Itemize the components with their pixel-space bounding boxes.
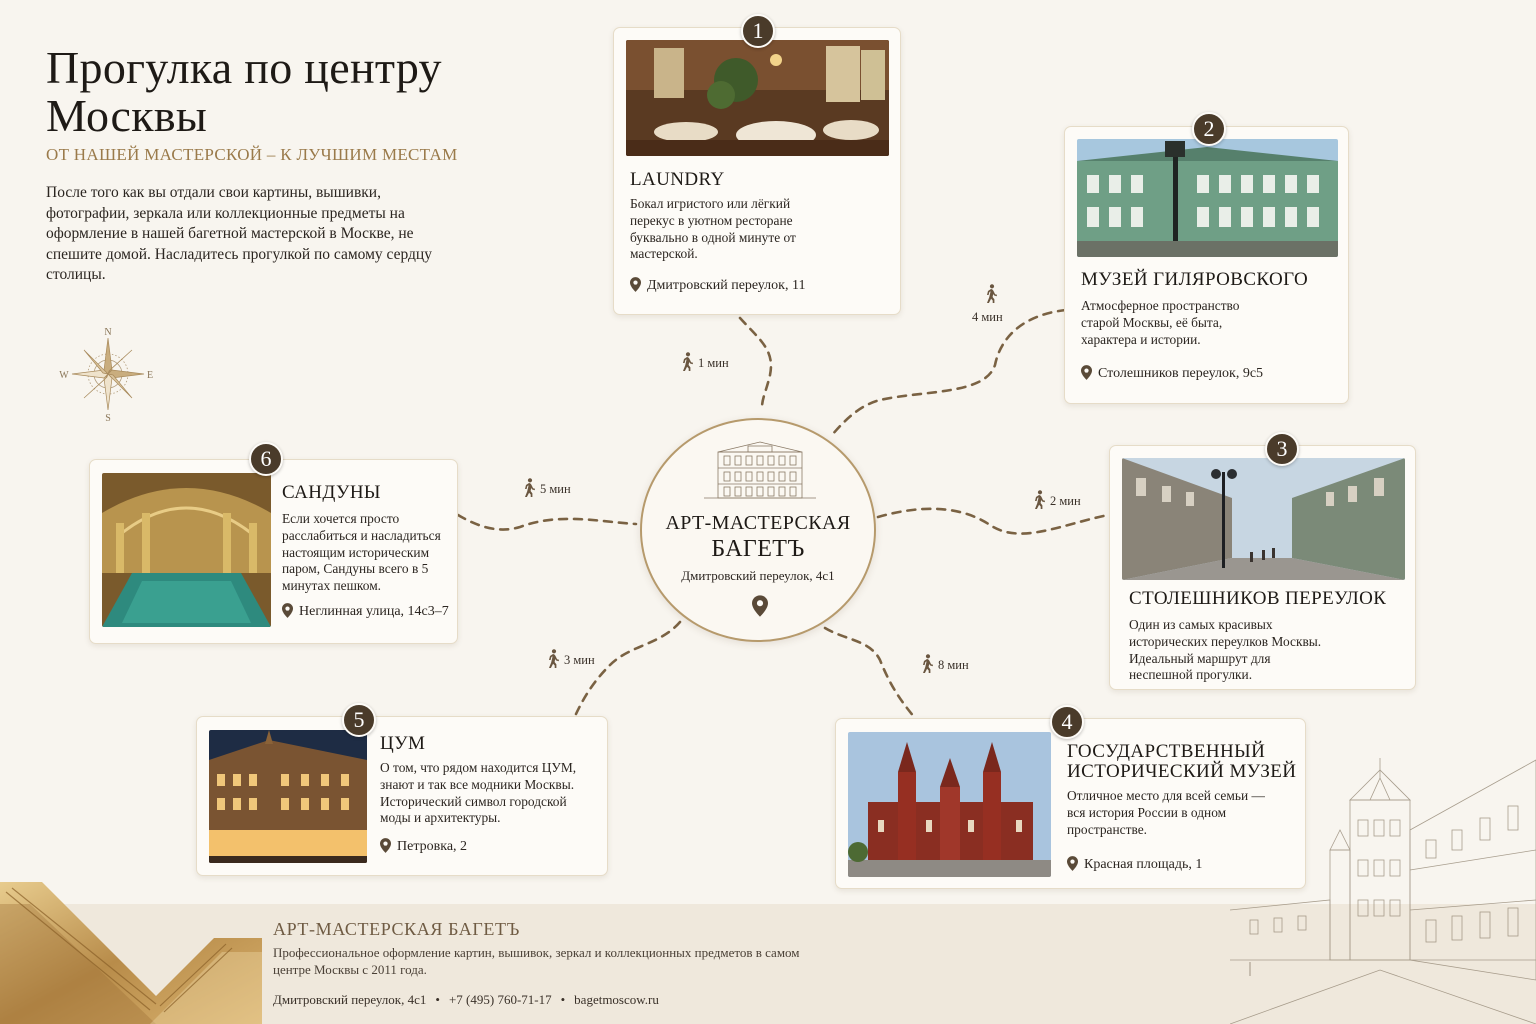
walk-time-4: 8 мин <box>920 654 969 674</box>
location-pin-icon <box>752 595 768 617</box>
place-title: Laundry <box>630 169 725 190</box>
route-3 <box>876 507 1110 535</box>
compass-rose-icon: N S W E <box>59 327 153 422</box>
route-1 <box>738 316 773 410</box>
place-description: Отличное место для всей семьи — вся исто… <box>1067 788 1265 837</box>
location-pin-icon <box>282 603 293 618</box>
place-number-badge: 1 <box>741 14 775 48</box>
intro-text: После того как вы отдали свои картины, в… <box>46 184 432 284</box>
footer-phone[interactable]: +7 (495) 760-71-17 <box>448 992 552 1007</box>
place-number-badge: 6 <box>249 442 283 476</box>
location-pin-icon <box>1067 856 1078 871</box>
footer-address: Дмитровский переулок, 4с1 <box>273 992 427 1007</box>
place-number-badge: 4 <box>1050 705 1084 739</box>
place-description: О том, что рядом находится ЦУМ, знают и … <box>380 760 577 826</box>
footer-separator: • <box>435 992 440 1007</box>
place-number-badge: 2 <box>1192 112 1226 146</box>
compass-w: W <box>59 370 69 381</box>
workshop-building-sketch <box>704 441 816 499</box>
page-title: Прогулка по центру Москвы <box>46 42 442 141</box>
photo-street <box>1122 458 1405 580</box>
place-card-historical-museum[interactable]: 4 Государственный исторический музей Отл… <box>835 705 1306 889</box>
place-title: Столешников переулок <box>1129 588 1387 609</box>
photo-restaurant <box>626 40 889 156</box>
footer-description: Профессиональное оформление картин, выши… <box>273 945 800 977</box>
workshop-address: Дмитровский переулок, 4с1 <box>681 568 835 583</box>
location-pin-icon <box>380 838 391 853</box>
place-description: Бокал игристого или лёгкий перекус в уют… <box>630 196 796 262</box>
walking-person-icon <box>1032 490 1046 510</box>
page-subtitle: От нашей мастерской – к лучшим местам <box>46 145 458 164</box>
route-4 <box>823 626 917 720</box>
moscow-street-sketch <box>1230 758 1536 1024</box>
route-6 <box>456 513 638 531</box>
place-address: Неглинная улица, 14с3–7 <box>282 603 449 621</box>
walking-person-icon <box>920 654 934 674</box>
place-number-badge: 5 <box>342 703 376 737</box>
place-title: Государственный исторический музей <box>1067 741 1297 782</box>
footer-company-name: Арт-мастерская Багетъ <box>273 919 520 939</box>
location-pin-icon <box>630 277 641 292</box>
walk-time-5: 3 мин <box>546 649 595 669</box>
walk-time-6: 5 мин <box>522 478 571 498</box>
compass-e: E <box>147 370 153 381</box>
place-description: Один из самых красивых исторических пере… <box>1129 617 1322 683</box>
place-description: Если хочется просто расслабиться и насла… <box>282 511 441 594</box>
workshop-center[interactable]: Арт-мастерская Багетъ Дмитровский переул… <box>640 418 876 642</box>
place-card-laundry[interactable]: 1 Laundry Бокал игристого или лёгкий пер… <box>613 14 901 315</box>
place-address: Красная площадь, 1 <box>1067 856 1202 874</box>
photo-museum-building <box>1077 139 1338 257</box>
compass-n: N <box>104 327 111 338</box>
place-card-sanduny[interactable]: 6 Сандуны Если хочется просто расслабить… <box>89 442 458 644</box>
footer-website-link[interactable]: bagetmoscow.ru <box>574 992 659 1007</box>
place-address: Столешников переулок, 9с5 <box>1081 365 1263 383</box>
place-number-badge: 3 <box>1265 432 1299 466</box>
workshop-name: Арт-мастерская Багетъ <box>665 512 851 562</box>
footer-separator: • <box>560 992 566 1007</box>
place-title: Музей Гиляровского <box>1081 269 1309 290</box>
gilded-frame-corner-icon <box>0 882 262 1024</box>
photo-bathhouse <box>102 473 271 627</box>
walking-person-icon <box>522 478 536 498</box>
place-card-stoleshnikov-lane[interactable]: 3 Столешников переулок Один из самых кра… <box>1109 432 1416 690</box>
compass-s: S <box>105 413 111 422</box>
walking-person-icon <box>984 284 998 304</box>
walk-time-2: 4 мин <box>972 284 1012 325</box>
place-title: Сандуны <box>282 482 381 503</box>
place-description: Атмосферное пространство старой Москвы, … <box>1081 298 1240 347</box>
photo-historical-museum <box>848 732 1051 877</box>
place-card-gilyarovsky-museum[interactable]: 2 Музей Гиляровского Атмосферное простра… <box>1064 112 1349 404</box>
footer-contacts: Дмитровский переулок, 4с1 • +7 (495) 760-7… <box>273 992 659 1008</box>
place-address: Дмитровский переулок, 11 <box>630 277 805 295</box>
walking-person-icon <box>546 649 560 669</box>
walk-time-3: 2 мин <box>1032 490 1081 510</box>
place-address: Петровка, 2 <box>380 838 467 856</box>
photo-tsum <box>209 730 367 863</box>
place-title: ЦУМ <box>380 733 426 754</box>
location-pin-icon <box>1081 365 1092 380</box>
walk-time-1: 1 мин <box>680 352 729 372</box>
walking-person-icon <box>680 352 694 372</box>
place-card-tsum[interactable]: 5 ЦУМ О том, что рядом находится ЦУМ, зн… <box>196 703 608 876</box>
route-2 <box>830 308 1068 437</box>
